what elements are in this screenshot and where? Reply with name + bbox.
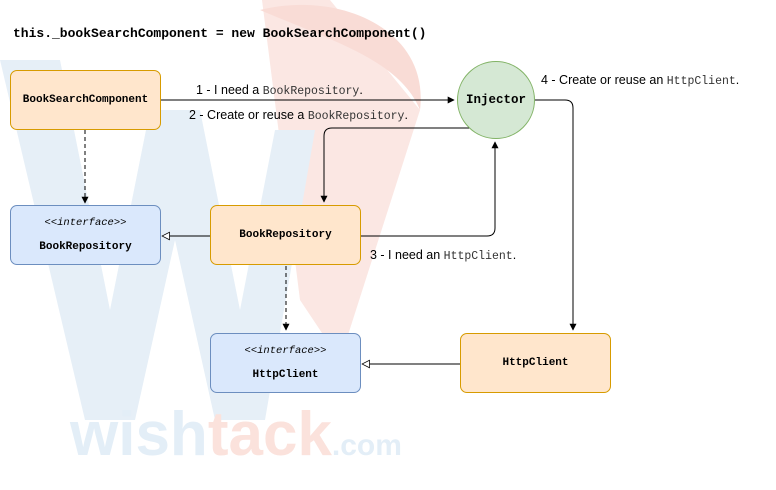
edge-create-httpclient	[535, 99, 577, 331]
node-label: HttpClient	[502, 357, 569, 369]
node-book-search-component[interactable]: BookSearchComponent	[10, 70, 161, 130]
node-label: BookSearchComponent	[22, 94, 149, 106]
node-book-repository-interface[interactable]: <<interface>> BookRepository	[10, 205, 161, 265]
edge-label-step2: 2 - Create or reuse a BookRepository.	[189, 108, 408, 123]
code-line: this._bookSearchComponent = new BookSear…	[13, 26, 427, 41]
watermark-red-wedge	[262, 0, 420, 360]
node-injector[interactable]: Injector	[457, 61, 535, 139]
node-label: BookRepository	[39, 241, 132, 253]
edge-need-httpclient	[360, 141, 499, 237]
edge-label-step4: 4 - Create or reuse an HttpClient.	[541, 73, 740, 88]
edge-label-step3: 3 - I need an HttpClient.	[370, 248, 517, 263]
edge-label-step1: 1 - I need a BookRepository.	[196, 83, 363, 98]
node-httpclient[interactable]: HttpClient	[460, 333, 611, 393]
node-label: BookRepository	[239, 229, 332, 241]
node-book-repository[interactable]: BookRepository	[210, 205, 361, 265]
watermark-red-swoosh	[260, 4, 421, 110]
stereotype-label: <<interface>>	[44, 217, 127, 229]
node-httpclient-interface[interactable]: <<interface>> HttpClient	[210, 333, 361, 393]
node-label: HttpClient	[252, 369, 319, 381]
edge-create-bookrepository	[320, 127, 470, 203]
node-label: Injector	[465, 93, 526, 107]
watermark-brand-text: wishtack.com	[69, 400, 402, 469]
stereotype-label: <<interface>>	[244, 345, 327, 357]
